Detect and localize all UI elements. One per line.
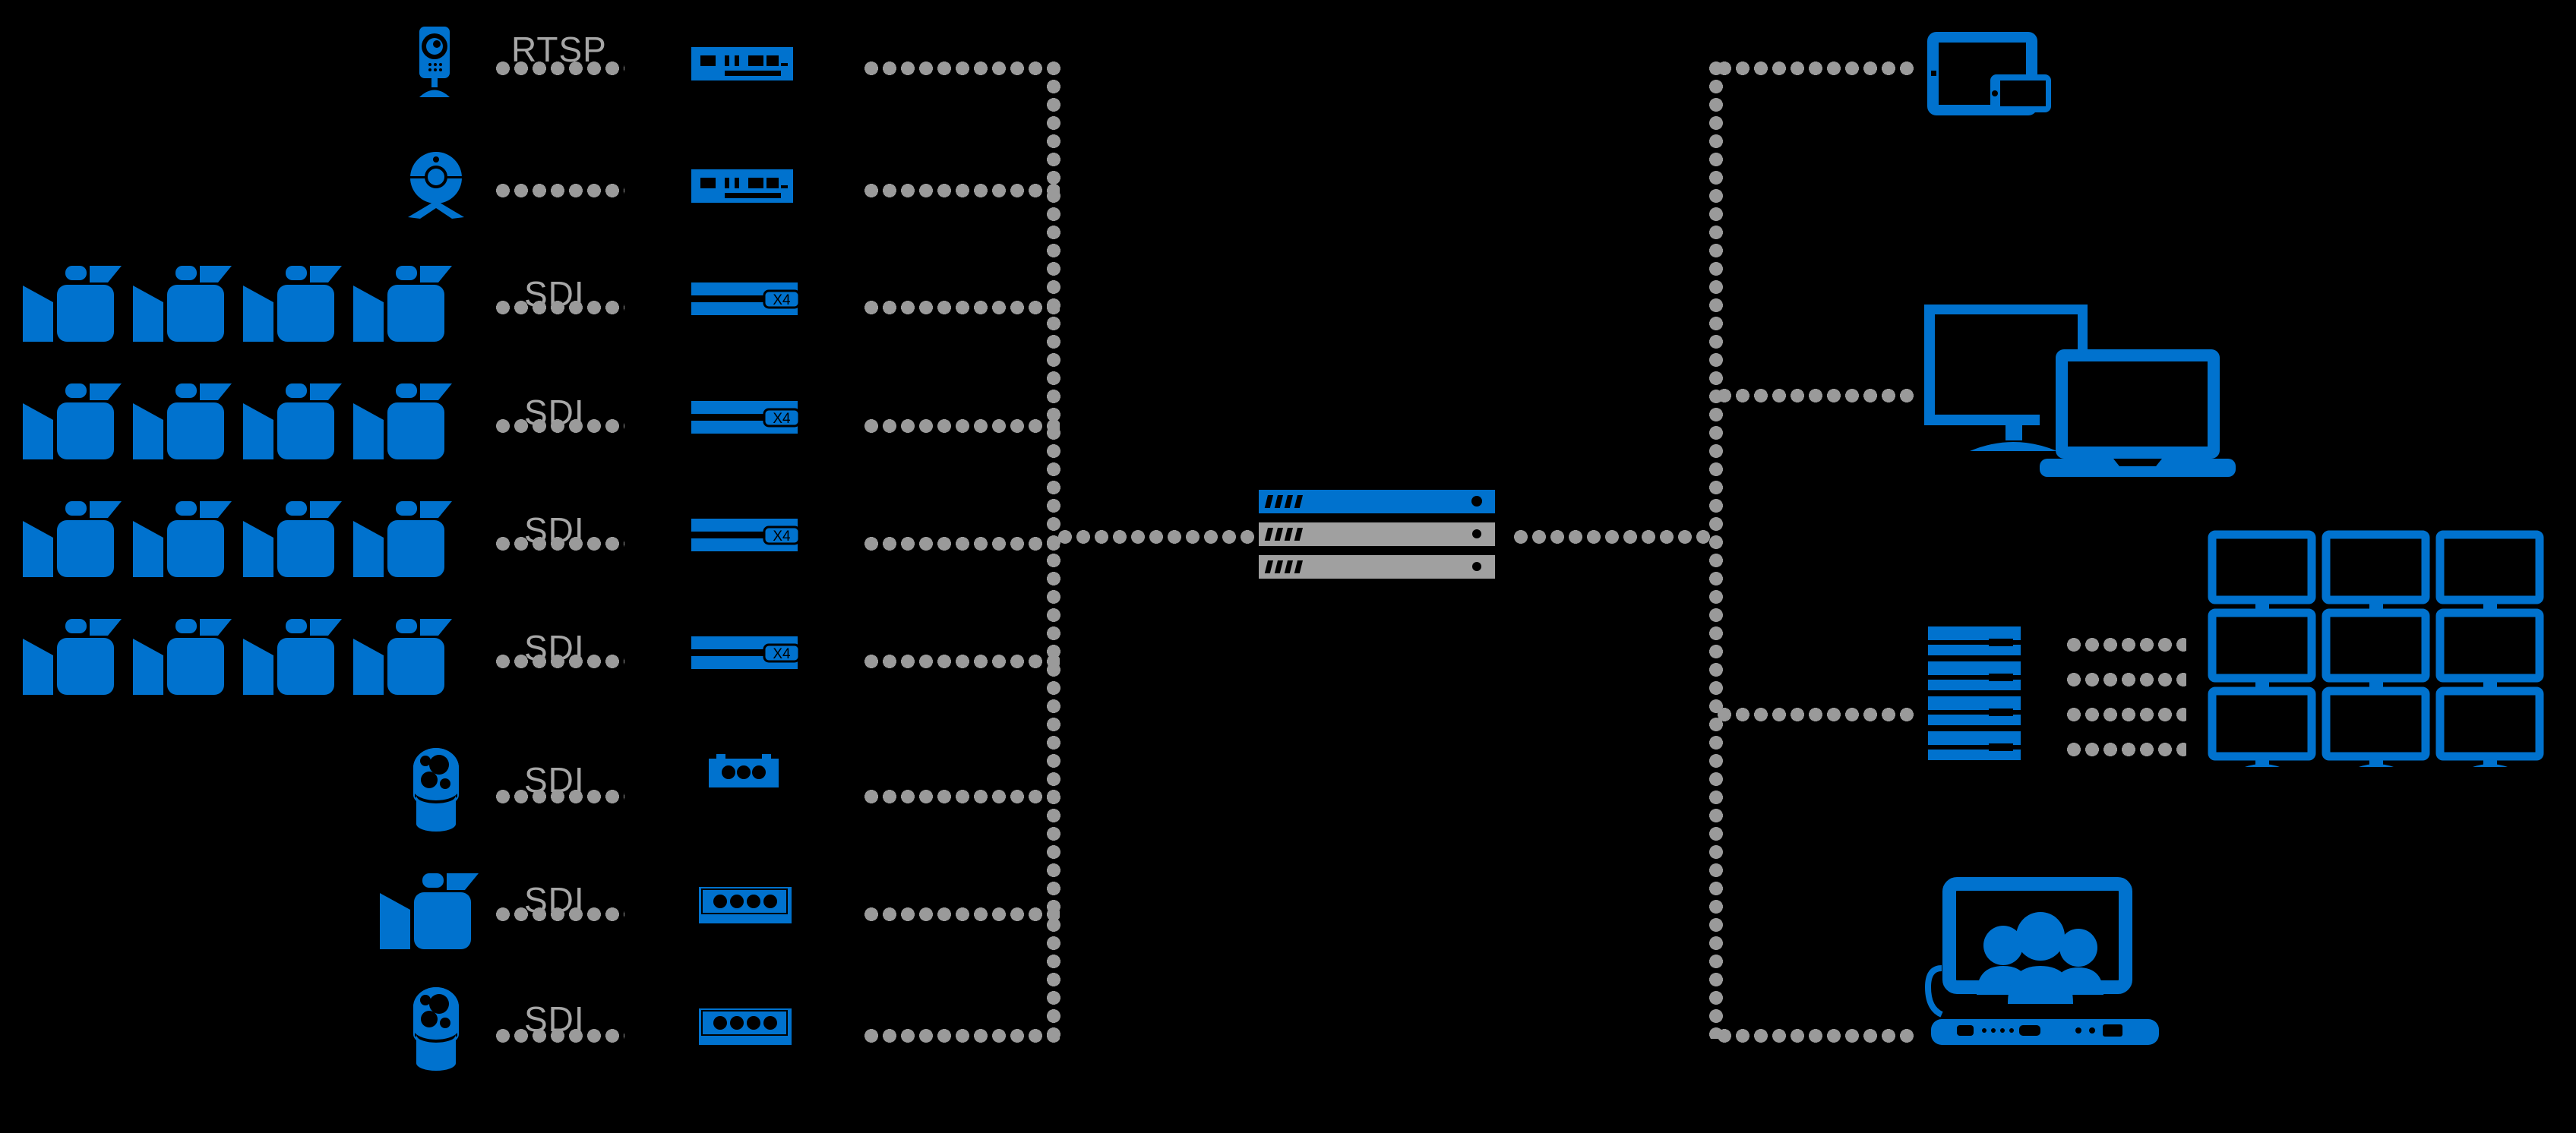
link-camera-to-encoder-row-3	[494, 301, 624, 314]
link-encoder-to-bus-row-3	[862, 301, 1060, 314]
camcorder-icon-row-3-3	[243, 266, 346, 346]
rack-encoder-icon-row-3: X4	[691, 281, 801, 317]
link-camera-to-encoder-row-8	[494, 907, 624, 921]
tablet-and-phone-icon	[1926, 30, 2051, 118]
camcorder-icon-row-6-4	[353, 619, 456, 699]
ip-camera-icon	[410, 27, 463, 99]
link-bus-to-output-1	[1715, 62, 1917, 75]
camcorder-icon-row-4-3	[243, 383, 346, 463]
rack-encoder-icon-row-4: X4	[691, 399, 801, 436]
network-encoder-icon-row-1	[691, 47, 793, 80]
desktop-and-laptop-icon	[1922, 302, 2249, 484]
network-encoder-icon-row-2	[691, 169, 793, 203]
rack-encoder-icon-row-6: X4	[691, 635, 801, 671]
camcorder-icon-row-5-1	[23, 501, 125, 581]
link-encoder-to-bus-row-6	[862, 655, 1060, 668]
video-wall-3x3-icon	[2207, 529, 2545, 767]
link-camera-to-encoder-row-1	[494, 62, 624, 75]
ptz-dome-camera-icon-row-7	[409, 748, 463, 832]
link-encoder-to-bus-row-7	[862, 790, 1060, 803]
link-bus-to-output-4	[1715, 1029, 1917, 1043]
camcorder-icon-row-3-2	[133, 266, 235, 346]
link-encoder-to-bus-row-4	[862, 419, 1060, 433]
link-decoder-to-videowall-2	[2065, 673, 2186, 686]
camcorder-icon-row-3-1	[23, 266, 125, 346]
link-camera-to-encoder-row-2	[494, 184, 624, 197]
link-decoder-to-videowall-4	[2065, 743, 2186, 756]
camcorder-icon-row-5-3	[243, 501, 346, 581]
link-encoder-to-bus-row-1	[862, 62, 1060, 75]
camcorder-icon-row-6-3	[243, 619, 346, 699]
camcorder-icon-row-6-2	[133, 619, 235, 699]
link-encoder-to-bus-row-5	[862, 537, 1060, 551]
three-port-encoder-icon-row-7	[709, 754, 779, 787]
decoder-distribution-bus	[1709, 59, 1723, 1039]
four-port-encoder-icon-row-9	[699, 1008, 792, 1045]
webcam-icon	[405, 149, 467, 219]
link-camera-to-encoder-row-4	[494, 419, 624, 433]
camcorder-icon-row-5-2	[133, 501, 235, 581]
link-encoder-to-bus-row-9	[862, 1029, 1060, 1043]
link-camera-to-encoder-row-6	[494, 655, 624, 668]
camcorder-icon-row-4-1	[23, 383, 125, 463]
svg-text:X4: X4	[773, 646, 791, 662]
camcorder-icon-row-5-4	[353, 501, 456, 581]
camcorder-icon-row-6-1	[23, 619, 125, 699]
svg-text:X4: X4	[773, 292, 791, 308]
svg-text:X4: X4	[773, 529, 791, 544]
link-bus-to-output-3	[1715, 708, 1917, 721]
video-conference-system-icon	[1924, 873, 2159, 1052]
link-encoder-to-bus-row-2	[862, 184, 1060, 197]
camcorder-icon-row-3-4	[353, 266, 456, 346]
camcorder-icon-row-8	[380, 873, 482, 953]
rack-encoder-icon-row-5: X4	[691, 517, 801, 554]
ptz-dome-camera-icon-row-9	[409, 987, 463, 1071]
link-encoder-to-bus-row-8	[862, 907, 1060, 921]
core-trunk-link-left	[1056, 530, 1257, 544]
link-decoder-to-videowall-1	[2065, 638, 2186, 652]
link-camera-to-encoder-row-7	[494, 790, 624, 803]
server-stack[interactable]	[1259, 490, 1498, 585]
core-trunk-link-right	[1512, 530, 1713, 544]
camcorder-icon-row-4-4	[353, 383, 456, 463]
link-camera-to-encoder-row-9	[494, 1029, 624, 1043]
link-bus-to-output-2	[1715, 389, 1917, 402]
encoder-aggregation-bus	[1047, 59, 1060, 1039]
decoder-stack-icon	[1928, 626, 2021, 763]
camcorder-icon-row-4-2	[133, 383, 235, 463]
link-decoder-to-videowall-3	[2065, 708, 2186, 721]
link-camera-to-encoder-row-5	[494, 537, 624, 551]
four-port-encoder-icon-row-8	[699, 887, 792, 923]
svg-text:X4: X4	[773, 411, 791, 427]
